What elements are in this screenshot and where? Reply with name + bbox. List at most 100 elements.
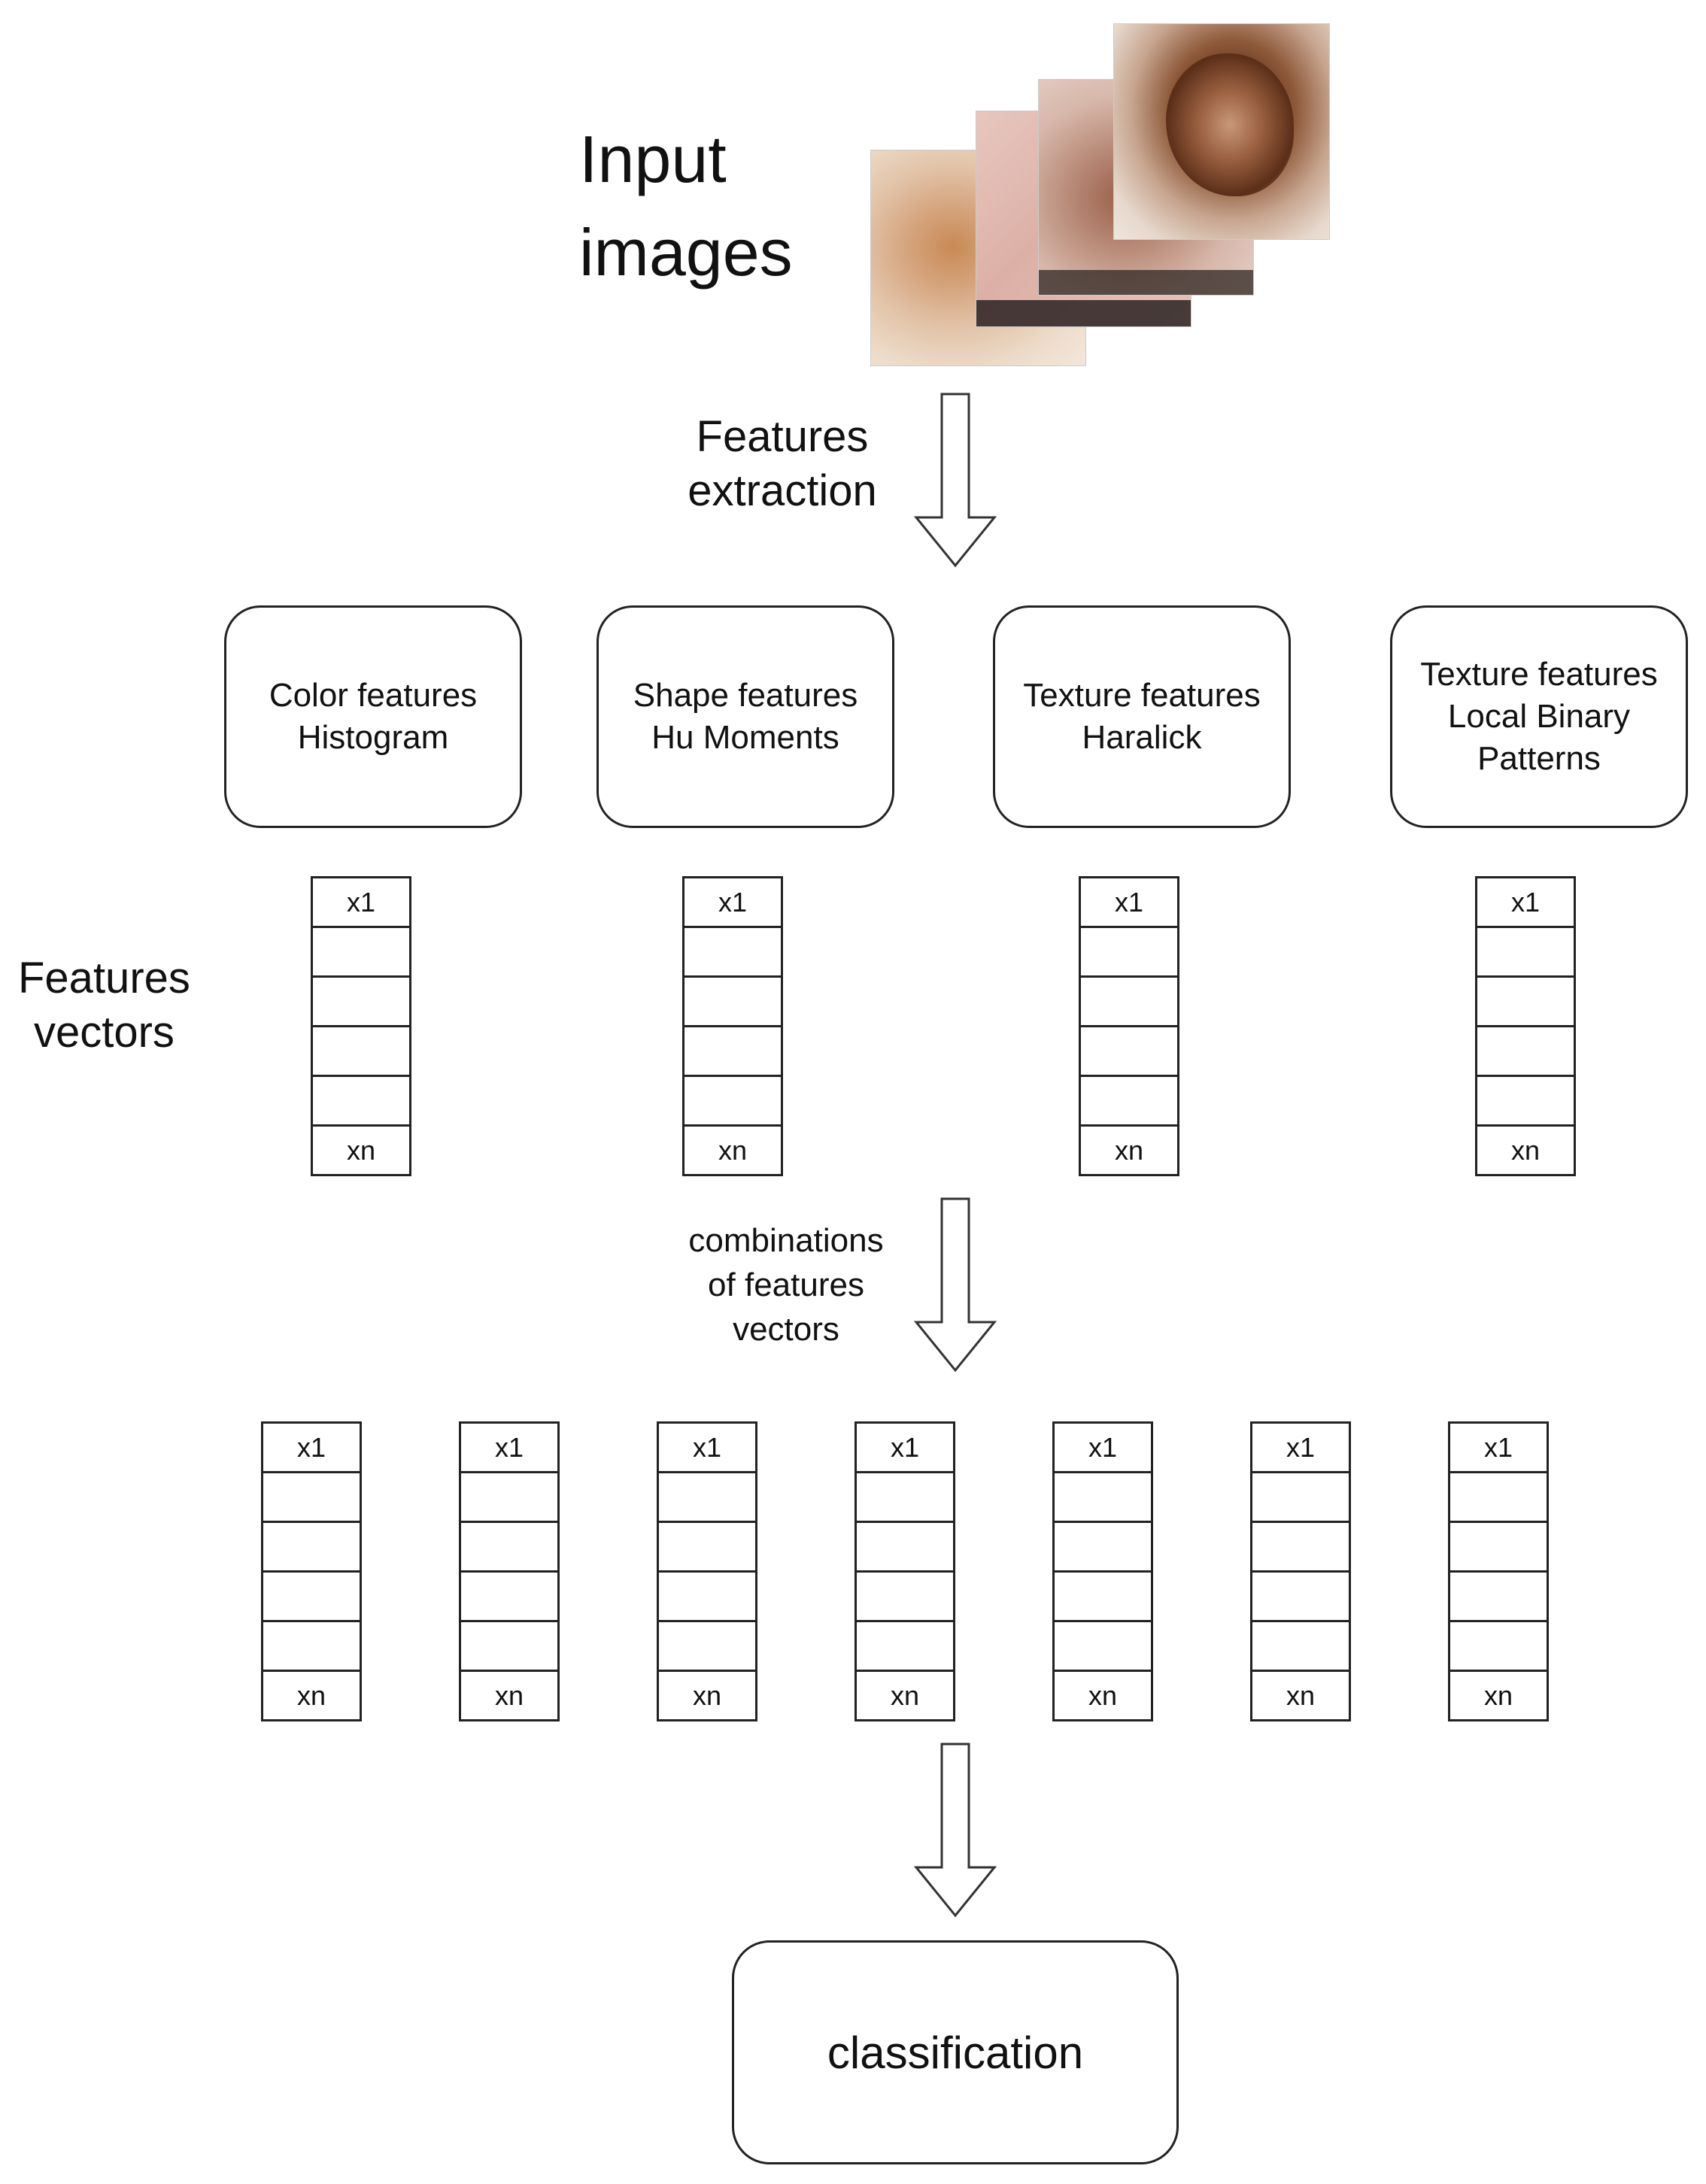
combinations-label-line2: of features (708, 1266, 864, 1303)
input-title-line1: Input (579, 122, 727, 196)
vector-cell (1055, 1622, 1151, 1672)
extraction-label-line2: extraction (688, 466, 877, 515)
feature-box-text: Patterns (1477, 740, 1601, 777)
vector-cell (1252, 1573, 1349, 1622)
vector-cell-first: x1 (1081, 878, 1177, 928)
feature-box-text: Texture features (1420, 656, 1658, 693)
vector-cell (1450, 1523, 1547, 1573)
vector-cell-first: x1 (1477, 878, 1574, 928)
vector-cell (1477, 1027, 1574, 1077)
vector-cell-last: xn (692, 1680, 722, 1711)
feature-vector-shape: x1 xn (682, 876, 783, 1176)
vector-cell (1055, 1523, 1151, 1573)
vector-cell-last: xn (1286, 1680, 1316, 1711)
vector-cell (461, 1523, 557, 1573)
vector-cell (1450, 1622, 1547, 1672)
classification-box: classification (732, 1940, 1179, 2164)
vector-cell (313, 1077, 409, 1127)
vector-cell (313, 1027, 409, 1077)
vector-cell (1477, 928, 1574, 978)
vector-cell (685, 928, 781, 978)
vector-cell (263, 1573, 360, 1622)
vector-cell (263, 1622, 360, 1672)
vector-cell (1081, 1077, 1177, 1127)
feature-box-text: Local Binary (1447, 698, 1631, 735)
feature-box-text: Color features (269, 677, 478, 714)
vector-cell (1252, 1523, 1349, 1573)
vector-cell (685, 978, 781, 1027)
vector-cell (1081, 928, 1177, 978)
vector-cell-last: xn (494, 1680, 524, 1711)
features-vectors-label: Features vectors (18, 951, 190, 1060)
down-arrow-classification (913, 1743, 997, 1918)
vector-cell (659, 1622, 755, 1672)
feature-box-text: Texture features (1023, 677, 1261, 714)
feature-vector-color: x1 xn (311, 876, 411, 1176)
feature-vector-lbp: x1 xn (1475, 876, 1576, 1176)
vector-cell-first: x1 (659, 1424, 755, 1473)
vector-cell-first: x1 (263, 1424, 360, 1473)
vector-cell (1252, 1622, 1349, 1672)
combinations-label-line3: vectors (733, 1311, 839, 1348)
combined-vector-1: x1 xn (261, 1421, 362, 1721)
vector-cell (313, 928, 409, 978)
feature-vector-haralick: x1 xn (1079, 876, 1179, 1176)
vector-cell (1477, 1077, 1574, 1127)
vector-cell (685, 1027, 781, 1077)
combinations-label: combinations of features vectors (643, 1218, 929, 1351)
feature-box-texture-haralick: Texture features Haralick (993, 605, 1291, 828)
vector-cell (659, 1573, 755, 1622)
vector-cell-first: x1 (1450, 1424, 1547, 1473)
combined-vector-4: x1 xn (855, 1421, 955, 1721)
feature-box-text: Hu Moments (651, 719, 839, 756)
feature-box-color: Color features Histogram (224, 605, 522, 828)
down-arrow-combinations (913, 1197, 997, 1373)
vector-cell-last: xn (718, 1135, 748, 1166)
extraction-label-line1: Features (696, 412, 869, 461)
vector-cell (1252, 1473, 1349, 1523)
vector-cell (313, 978, 409, 1027)
vector-cell (1081, 978, 1177, 1027)
skin-lesion-image-4 (1113, 23, 1330, 240)
input-title-line2: images (579, 215, 793, 290)
vector-cell-last: xn (1114, 1135, 1144, 1166)
vector-cell (461, 1573, 557, 1622)
input-images-title: Input images (579, 113, 793, 299)
vector-cell (659, 1473, 755, 1523)
vector-cell (1477, 978, 1574, 1027)
vector-cell (685, 1077, 781, 1127)
feature-box-text: Histogram (297, 719, 449, 756)
combined-vector-2: x1 xn (459, 1421, 560, 1721)
vector-cell (659, 1523, 755, 1573)
features-extraction-label: Features extraction (662, 410, 903, 518)
vector-cell (1081, 1027, 1177, 1077)
vectors-label-line1: Features (18, 954, 190, 1003)
vector-cell (461, 1473, 557, 1523)
combined-vector-7: x1 xn (1448, 1421, 1549, 1721)
feature-box-text: Haralick (1082, 719, 1202, 756)
vector-cell-first: x1 (1055, 1424, 1151, 1473)
combined-vector-5: x1 xn (1052, 1421, 1153, 1721)
vector-cell (461, 1622, 557, 1672)
vector-cell-last: xn (296, 1680, 326, 1711)
vector-cell (1450, 1573, 1547, 1622)
combined-vector-6: x1 xn (1250, 1421, 1351, 1721)
vector-cell-first: x1 (313, 878, 409, 928)
vector-cell (1055, 1473, 1151, 1523)
vector-cell-first: x1 (857, 1424, 953, 1473)
vector-cell-last: xn (1088, 1680, 1118, 1711)
vector-cell (263, 1473, 360, 1523)
vector-cell-last: xn (1510, 1135, 1541, 1166)
combined-vector-3: x1 xn (657, 1421, 757, 1721)
feature-box-text: Shape features (633, 677, 858, 714)
combinations-label-line1: combinations (688, 1222, 884, 1259)
vectors-label-line2: vectors (33, 1008, 175, 1057)
vector-cell-first: x1 (461, 1424, 557, 1473)
feature-box-texture-lbp: Texture features Local Binary Patterns (1390, 605, 1688, 828)
feature-box-shape: Shape features Hu Moments (596, 605, 894, 828)
vector-cell (857, 1622, 953, 1672)
vector-cell (857, 1523, 953, 1573)
down-arrow-extraction (913, 393, 997, 568)
vector-cell-last: xn (890, 1680, 920, 1711)
vector-cell (857, 1473, 953, 1523)
